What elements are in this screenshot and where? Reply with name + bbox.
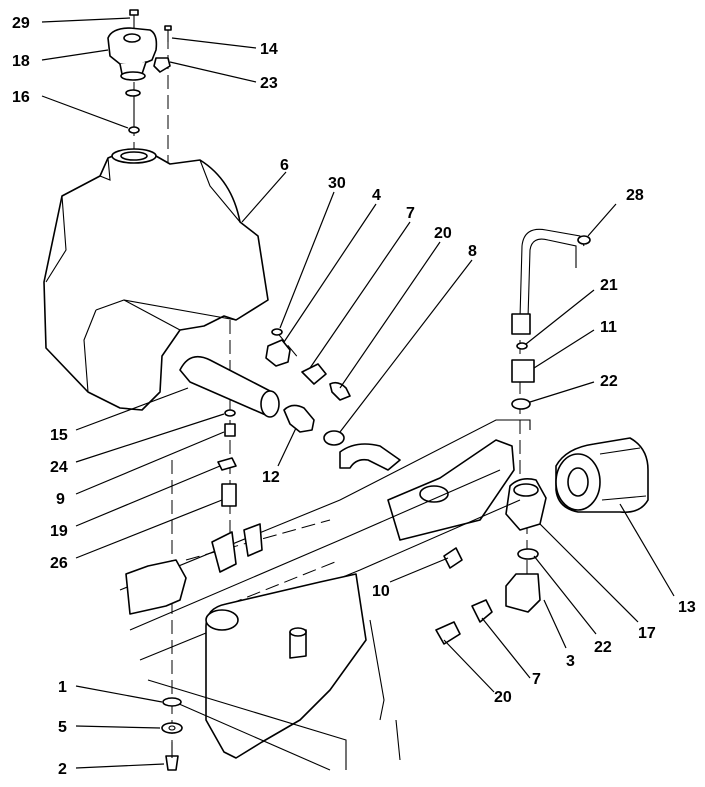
mounting-hardware	[161, 697, 183, 771]
callout-17: 17	[638, 625, 656, 642]
oil-supply-tube	[511, 228, 591, 410]
callout-16: 16	[12, 89, 30, 106]
fuel-cap-assembly	[107, 9, 172, 134]
callout-26: 26	[50, 555, 68, 572]
callout-9: 9	[56, 491, 65, 508]
callout-12: 12	[262, 469, 280, 486]
callout-1: 1	[58, 679, 67, 696]
callout-14: 14	[260, 41, 278, 58]
callout-21: 21	[600, 277, 618, 294]
callout-6: 6	[280, 157, 289, 174]
callout-19: 19	[50, 523, 68, 540]
callout-23: 23	[260, 75, 278, 92]
callout-7-upper: 7	[406, 205, 415, 222]
callout-18: 18	[12, 53, 30, 70]
fuel-tube-assembly	[179, 355, 280, 507]
callout-22-upper: 22	[600, 373, 618, 390]
fuel-tank	[43, 148, 269, 411]
callout-15: 15	[50, 427, 68, 444]
callout-28: 28	[626, 187, 644, 204]
callout-2: 2	[58, 761, 67, 778]
callout-5: 5	[58, 719, 67, 736]
oil-filter	[505, 437, 649, 531]
frame-assembly	[119, 419, 531, 771]
callout-3: 3	[566, 653, 575, 670]
callout-30: 30	[328, 175, 346, 192]
callout-29: 29	[12, 15, 30, 32]
callout-8: 8	[468, 243, 477, 260]
callout-22-lower: 22	[594, 639, 612, 656]
oil-fittings-lower	[435, 548, 541, 645]
callout-24: 24	[50, 459, 68, 476]
callout-10: 10	[372, 583, 390, 600]
callout-11: 11	[600, 319, 617, 336]
callout-20-upper: 20	[434, 225, 452, 242]
callout-13: 13	[678, 599, 696, 616]
callout-7-lower: 7	[532, 671, 541, 688]
callout-4: 4	[372, 187, 381, 204]
callout-leaders	[41, 17, 675, 769]
callout-20-lower: 20	[494, 689, 512, 706]
callout-labels: 29 18 16 14 23 6 30 4 7 20 8 28 21 11 22…	[12, 15, 696, 778]
